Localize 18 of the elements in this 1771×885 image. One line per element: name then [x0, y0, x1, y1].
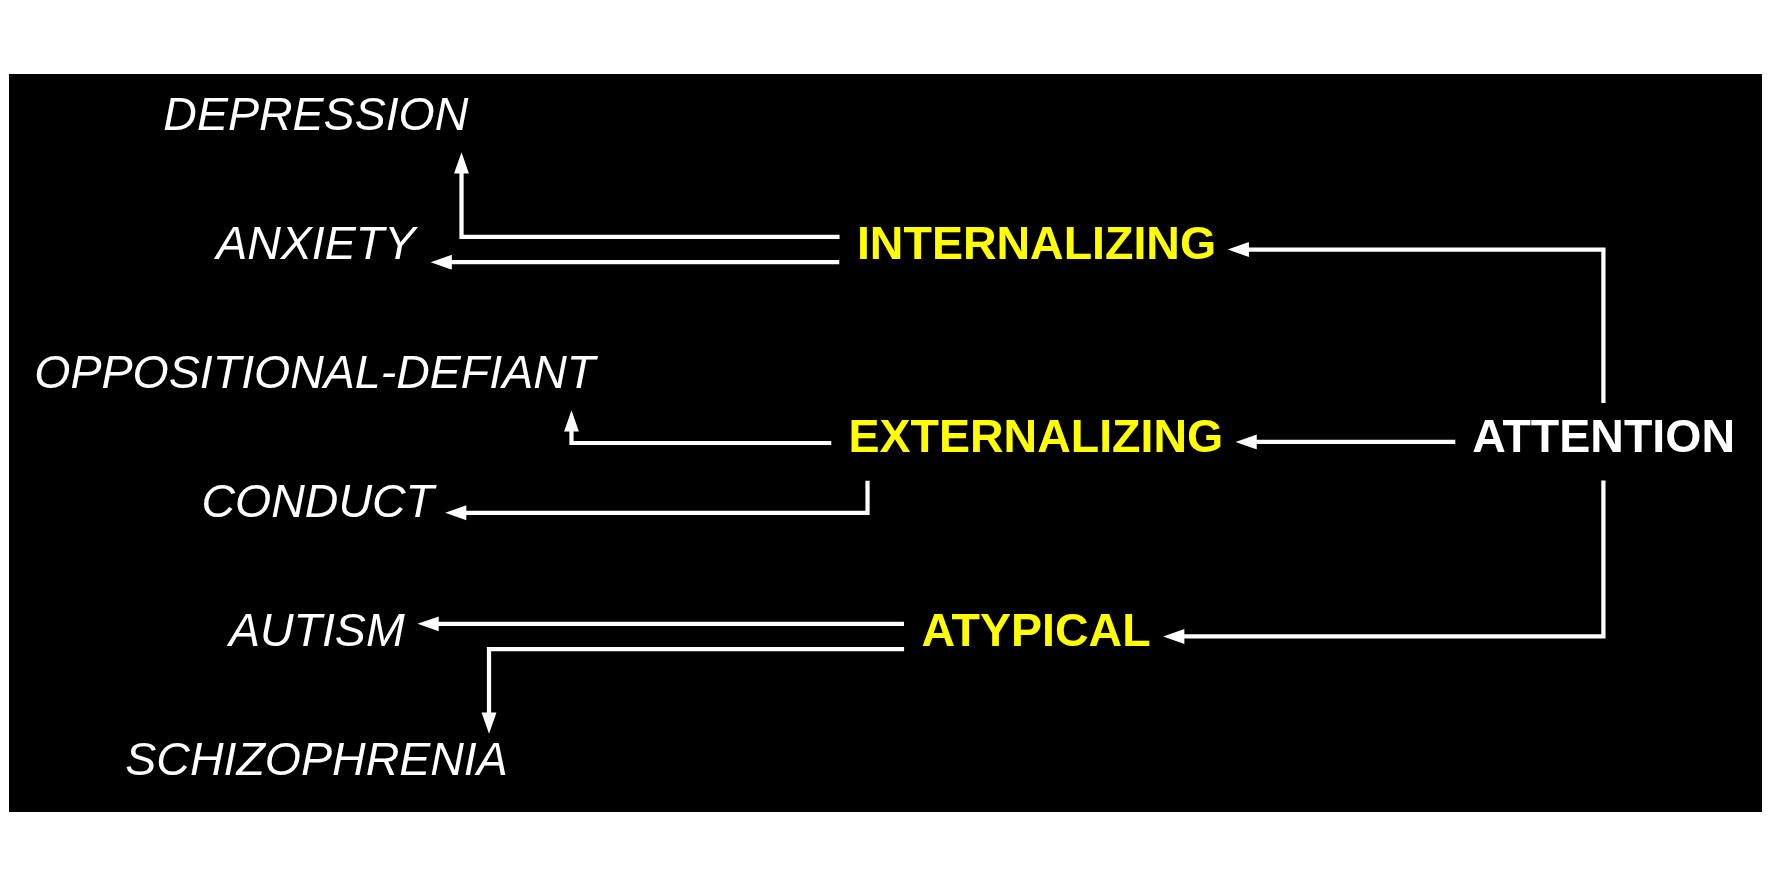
- arrow: [564, 409, 832, 445]
- node-text: SCHIZOPHRENIA: [125, 732, 508, 785]
- node-text: INTERNALIZING: [856, 216, 1217, 269]
- node-text: ANXIETY: [216, 216, 416, 269]
- arrow: [1163, 479, 1606, 644]
- node-text: ATYPICAL: [921, 603, 1151, 656]
- arrow: [430, 254, 840, 270]
- node-text: AUTISM: [228, 603, 405, 656]
- arrow: [454, 151, 840, 239]
- node-text: EXTERNALIZING: [848, 409, 1224, 462]
- node-text: DEPRESSION: [163, 87, 469, 140]
- node-text: OPPOSITIONAL-DEFIANT: [34, 345, 596, 398]
- arrow: [445, 480, 870, 520]
- node-text: ATTENTION: [1472, 409, 1736, 462]
- arrow: [1235, 434, 1456, 449]
- arrow: [481, 646, 905, 734]
- arrow: [417, 615, 904, 631]
- arrow: [1227, 241, 1606, 403]
